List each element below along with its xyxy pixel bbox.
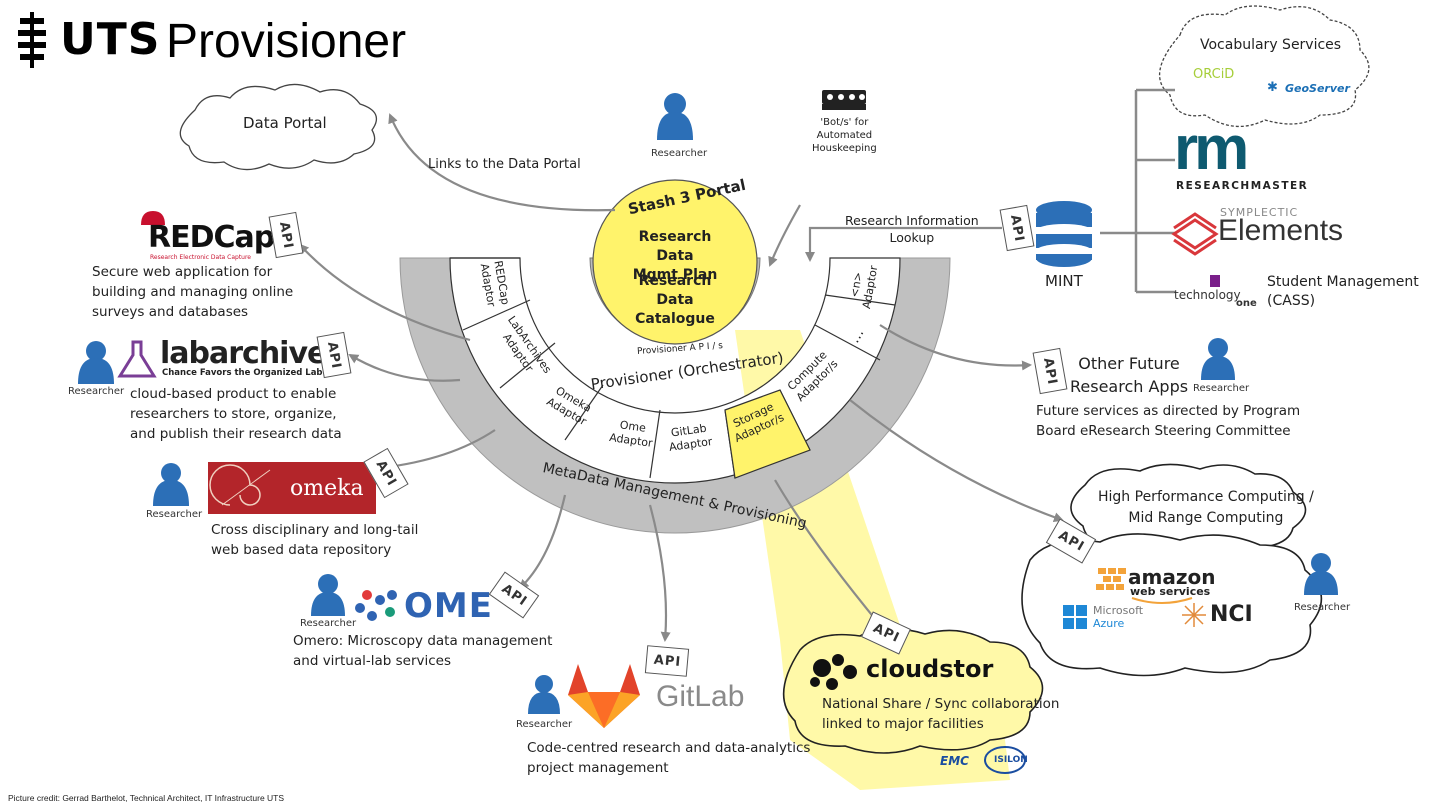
labarchives-tagline: Chance Favors the Organized Lab [162, 368, 323, 378]
cloudstor-description: National Share / Sync collaboration link… [822, 696, 1060, 732]
vocab-title: Vocabulary Services [1200, 37, 1342, 53]
researcher-label: Researcher [300, 618, 357, 629]
vocab-cloud [1158, 5, 1370, 128]
cloudstor-cloud [782, 627, 1044, 754]
redcap-tagline: Research Electronic Data Capture [150, 254, 252, 261]
aws-text: web services [1130, 585, 1211, 598]
database-icon [1036, 201, 1092, 267]
researchmaster-text: RESEARCHMASTER [1176, 180, 1309, 192]
researcher-icon [311, 574, 345, 620]
storage-adaptor-cell [724, 389, 811, 479]
researcher-icon [657, 92, 693, 144]
hpc-cloud-bottom [1021, 533, 1323, 677]
amazon-logo: amazon [1128, 565, 1216, 589]
techone-icon [1210, 275, 1220, 287]
adaptor-ome: Ome Adaptor [608, 418, 654, 450]
page-title: Provisioner [166, 15, 407, 68]
portal-item-dmp: Research Data Mgmt Plan [632, 229, 718, 283]
researcher-icon [1304, 553, 1338, 599]
geoserver-icon: ✱ [1267, 80, 1278, 95]
azure-text: Azure [1093, 617, 1125, 630]
symplectic-small: SYMPLECTIC [1220, 206, 1299, 219]
mint-connectors [1100, 88, 1175, 294]
cloudstor-icon [810, 654, 857, 690]
researcher-icon [78, 340, 114, 388]
azure-icon [1063, 605, 1087, 629]
cloudstor-logo: cloudstor [866, 655, 994, 683]
azure-text-microsoft: Microsoft [1093, 604, 1144, 617]
gitlab-logo: GitLab [656, 680, 745, 713]
gitlab-fox-icon [568, 664, 640, 728]
data-portal-cloud [179, 83, 378, 171]
labarchives-flask-icon [117, 340, 157, 378]
geoserver-logo: GeoServer [1285, 82, 1350, 95]
techone-logo: technology [1174, 288, 1241, 302]
researcher-label: Researcher [68, 386, 125, 397]
researcher-label: Researcher [651, 148, 708, 159]
isilon-logo: ISILON [994, 755, 1028, 765]
picture-credit: Picture credit: Gerrad Barthelot, Techni… [8, 793, 285, 803]
data-portal-link-label: Links to the Data Portal [428, 157, 581, 172]
researcher-icon [153, 462, 189, 510]
ome-logo: OME [404, 586, 493, 626]
bots-label: 'Bot/s' for Automated Houskeeping [812, 117, 877, 154]
symplectic-big: Elements [1218, 214, 1344, 247]
mint-lookup-label: Research Information Lookup [845, 213, 979, 245]
uts-crest-icon [18, 12, 46, 68]
researcher-label: Researcher [516, 719, 573, 730]
brand-label: UTS [60, 14, 161, 65]
redcap-description: Secure web application for building and … [92, 264, 294, 320]
emc-logo: EMC [940, 754, 969, 768]
researcher-icon [528, 674, 560, 718]
hpc-title: High Performance Computing / Mid Range C… [1098, 489, 1314, 526]
omeka-logo-box [208, 462, 376, 514]
researchmaster-logo: rm [1174, 114, 1249, 183]
techone-logo-one: one [1236, 298, 1257, 309]
isilon-icon [984, 746, 1026, 774]
redcap-hat-icon [141, 211, 165, 225]
researcher-label: Researcher [1294, 602, 1351, 613]
redcap-logo: REDCap [148, 220, 275, 255]
techone-label: Student Management (CASS) [1267, 274, 1419, 309]
amazon-boxes-icon [1096, 568, 1126, 590]
nci-logo: NCI [1210, 602, 1253, 627]
researcher-label: Researcher [1193, 383, 1250, 394]
orcid-logo: ORCiD [1193, 67, 1235, 82]
labarchives-description: cloud-based product to enable researcher… [130, 386, 342, 442]
omeka-logo: omeka [290, 476, 364, 501]
data-portal-label: Data Portal [243, 114, 327, 132]
gitlab-api-badge: API [644, 645, 690, 677]
future-description: Future services as directed by Program B… [1036, 403, 1301, 439]
bots-icon [822, 90, 866, 110]
ome-description: Omero: Microscopy data management and vi… [293, 633, 553, 669]
portal-item-catalogue: Research Data Catalogue [635, 273, 715, 327]
researcher-label: Researcher [146, 509, 203, 520]
gitlab-description: Code-centred research and data-analytics… [527, 740, 811, 776]
ome-dots-icon [355, 590, 397, 621]
portal-circle [592, 179, 758, 345]
mint-label: MINT [1045, 272, 1083, 290]
arrows [298, 113, 1064, 642]
researcher-icon [1201, 338, 1235, 384]
nci-icon [1182, 603, 1206, 627]
future-title: Other Future Research Apps [1070, 354, 1189, 396]
omeka-description: Cross disciplinary and long-tail web bas… [211, 522, 419, 558]
symplectic-icon [1171, 212, 1219, 256]
labarchives-logo: labarchives [160, 336, 344, 371]
